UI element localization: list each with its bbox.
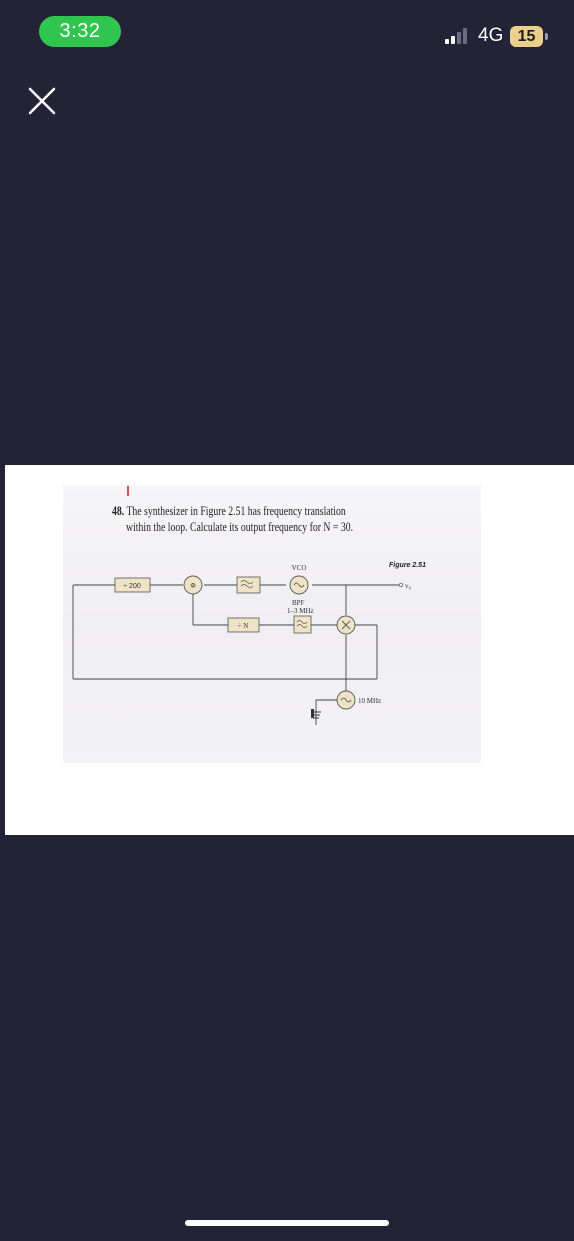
textbook-photo (63, 485, 481, 763)
signal-icon (445, 28, 467, 44)
problem-line-1: The synthesizer in Figure 2.51 has frequ… (126, 504, 346, 518)
filter-icon (296, 620, 308, 628)
filter-icon (240, 580, 254, 588)
sine-icon (293, 582, 305, 588)
divider-200-label: ÷ 200 (123, 583, 141, 590)
problem-text: 48. The synthesizer in Figure 2.51 has f… (112, 503, 362, 535)
figure-label: Figure 2.51 (389, 562, 426, 569)
sine-icon (340, 697, 352, 703)
phase-detector (183, 575, 203, 595)
battery-cap (545, 33, 548, 40)
time: 3:32 (59, 20, 101, 42)
close-icon[interactable] (22, 81, 62, 121)
phase-detector-label: Φ (190, 583, 196, 590)
block-diagram: ÷ 200 Φ VCO v₀ Figure 2.51 BPF 1–3 MHz ÷… (72, 562, 426, 725)
problem-line-2: within the loop. Calculate its output fr… (126, 520, 354, 534)
status-bar: 3:32 4G 15 (0, 0, 574, 64)
output-node (398, 582, 404, 588)
output-label: v₀ (405, 582, 412, 590)
bpf-block (293, 615, 312, 634)
divider-200-block (114, 577, 151, 593)
problem-number: 48. (112, 504, 125, 518)
divider-n-block (227, 617, 260, 633)
image-viewer[interactable]: 48. The synthesizer in Figure 2.51 has f… (5, 465, 574, 835)
battery-level: 15 (517, 27, 536, 45)
bpf-label: BPF (292, 599, 305, 607)
time-pill[interactable]: 3:32 (39, 16, 121, 47)
vco-label: VCO (292, 564, 307, 572)
battery-icon: 15 (510, 26, 543, 47)
bpf-range-label: 1–3 MHz (287, 607, 314, 615)
network-label: 4G (478, 25, 504, 46)
ground-icon (311, 709, 321, 719)
loop-filter-block (236, 576, 261, 594)
pen-mark (127, 486, 129, 496)
oscillator-label: 10 MHz (358, 697, 381, 705)
multiply-icon (341, 620, 351, 630)
divider-n-label: ÷ N (238, 622, 249, 630)
home-indicator[interactable] (185, 1220, 389, 1226)
